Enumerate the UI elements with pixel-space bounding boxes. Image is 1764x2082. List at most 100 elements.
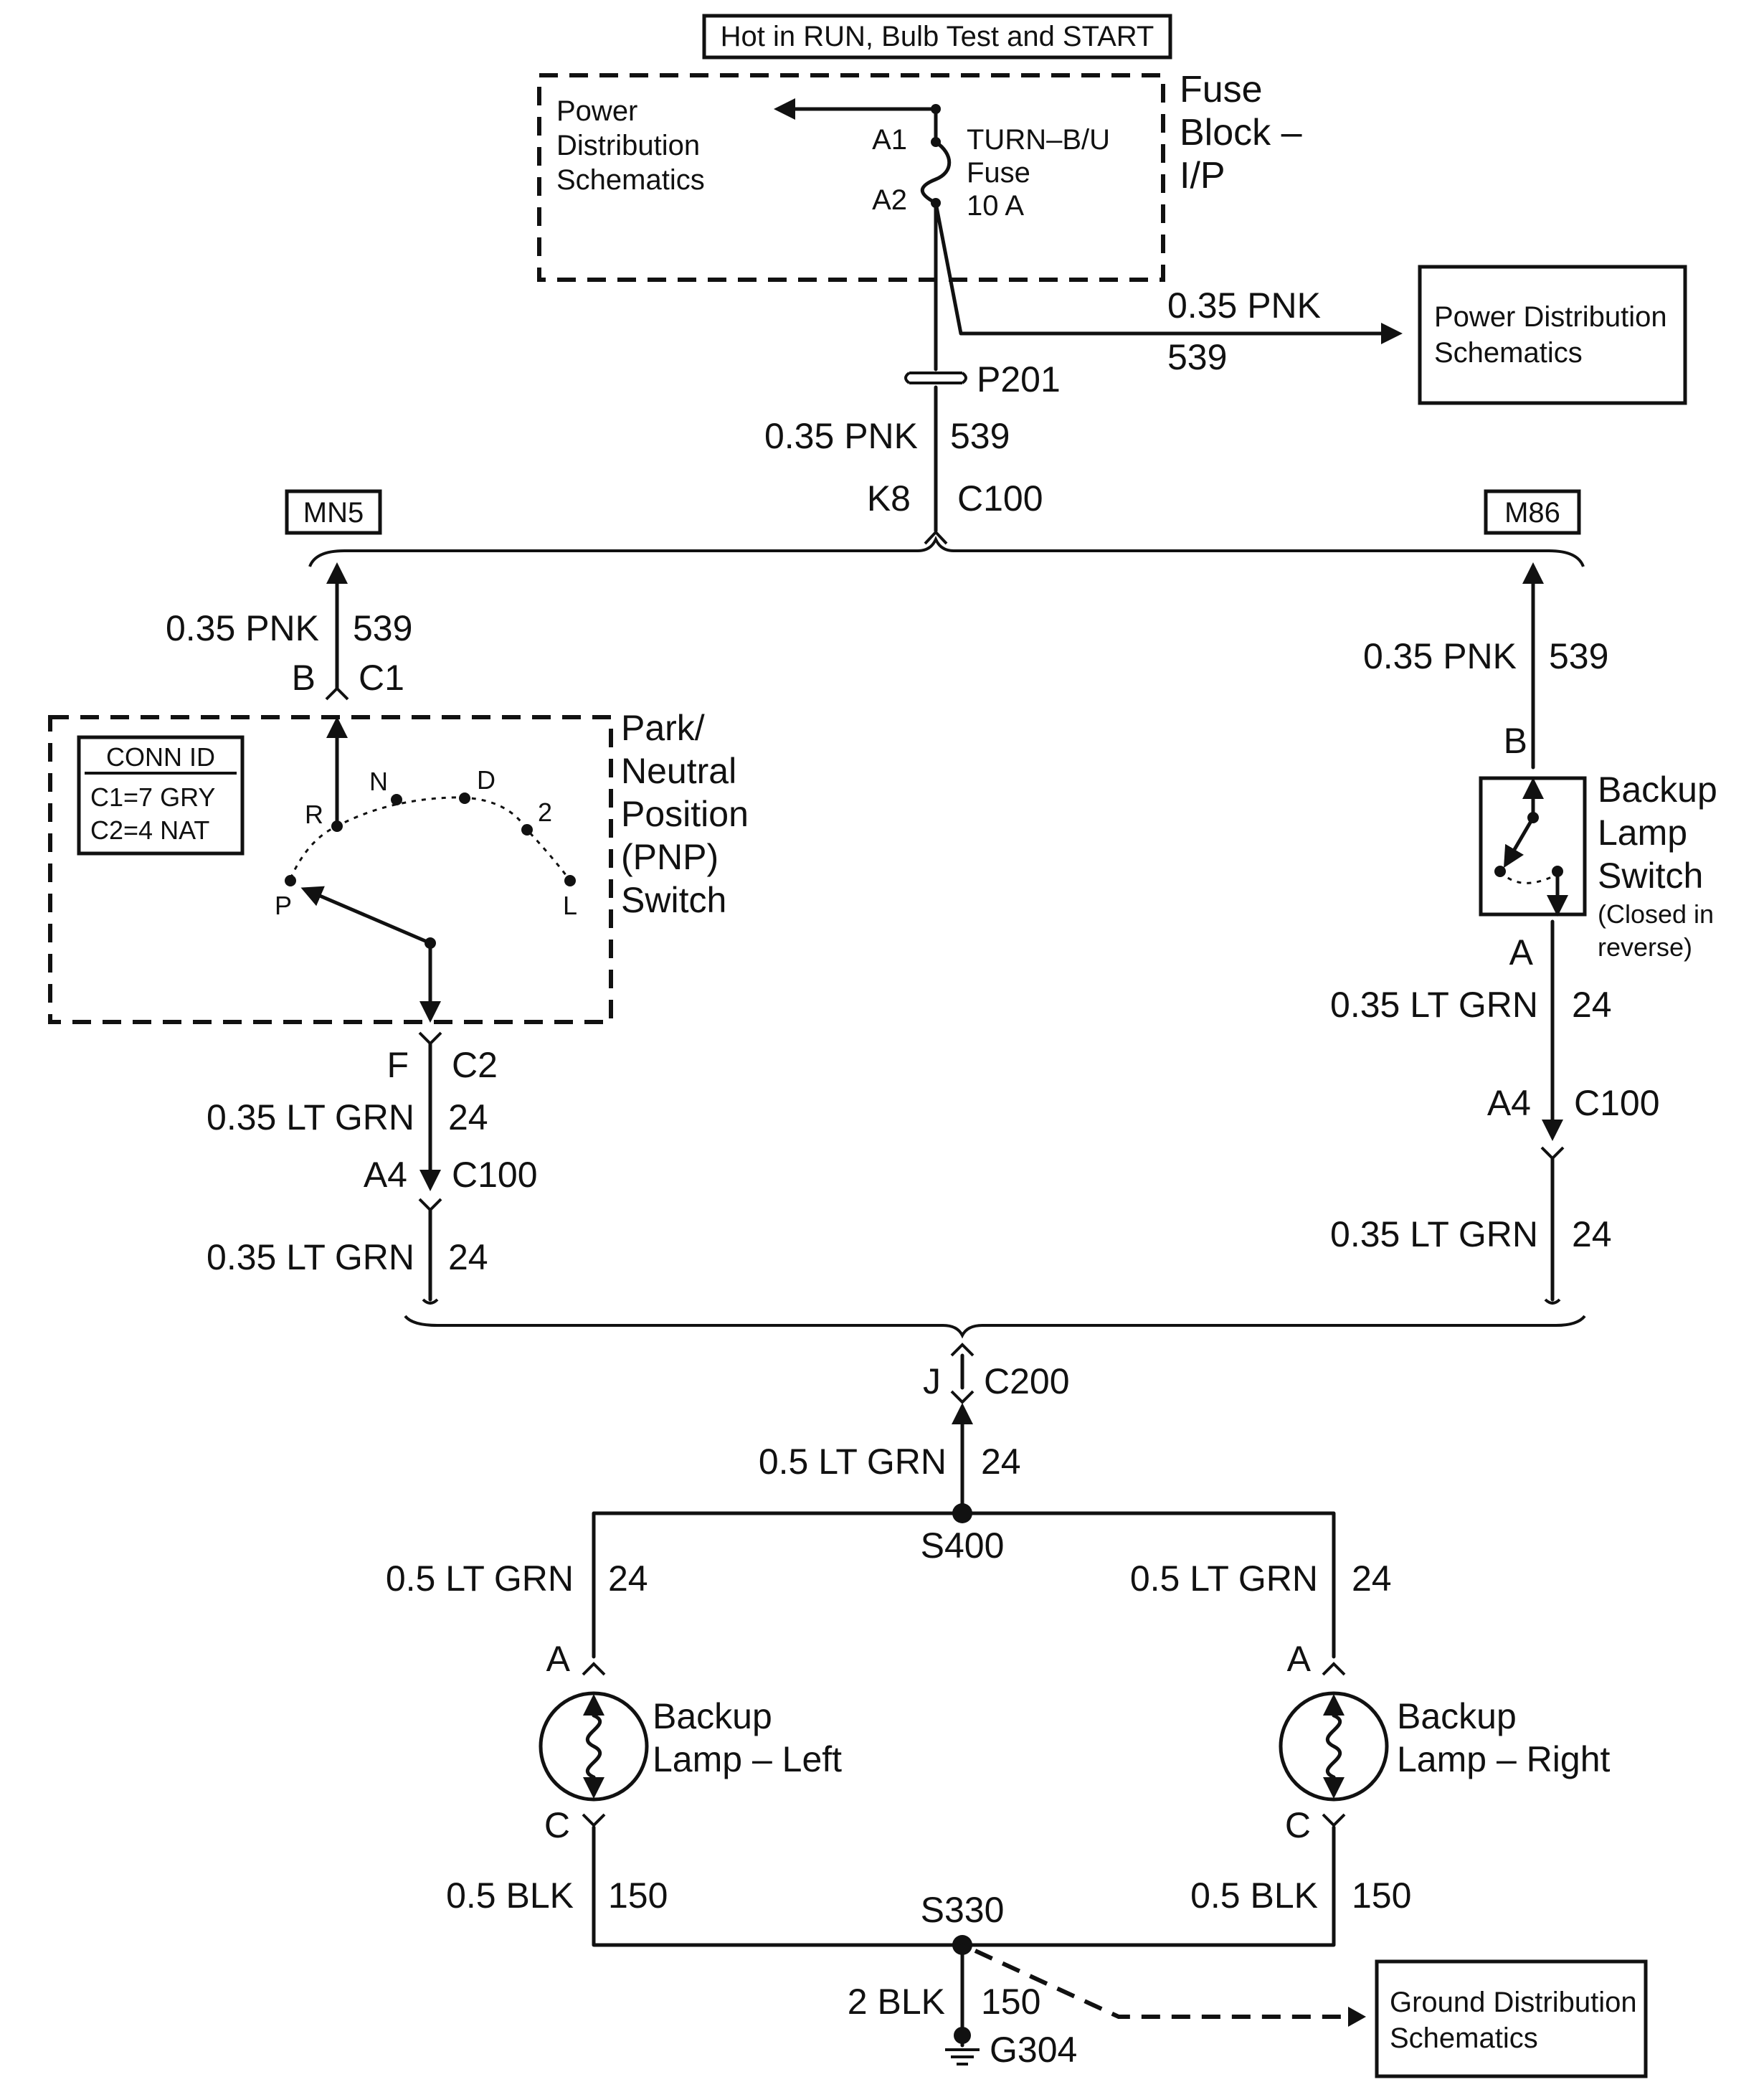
fuse-label-line-3: 10 A	[967, 190, 1024, 222]
pnp-title-line-5: Switch	[621, 880, 726, 920]
pnp-selector-arc	[289, 796, 572, 881]
option-mn5-box	[285, 489, 382, 535]
c200-out-color: 0.5 LT GRN	[759, 1442, 947, 1482]
fuse-block-power-dist-line-3: Schematics	[556, 164, 705, 196]
ground-symbol	[945, 2027, 980, 2066]
bls-title-line-3: Switch	[1598, 856, 1703, 896]
fuse-label-line-1: TURN–B/U	[967, 124, 1110, 156]
hot-label: Hot in RUN, Bulb Test and START	[721, 21, 1154, 52]
ground-main-color: 2 BLK	[848, 1982, 945, 2022]
hot-label-box	[702, 14, 1172, 60]
right-lamp-feed-color: 0.5 LT GRN	[1130, 1558, 1318, 1599]
left-down2-color: 0.35 LT GRN	[207, 1237, 414, 1277]
fuse-pin-a1: A1	[872, 124, 907, 156]
left-down1-color: 0.35 LT GRN	[207, 1097, 414, 1137]
fuse-element	[920, 140, 952, 205]
left-up-wire-color: 0.35 PNK	[166, 608, 319, 648]
bls-title-line-1: Backup	[1598, 770, 1717, 810]
left-lamp-feed-color: 0.5 LT GRN	[386, 1558, 574, 1599]
right-down2-circuit: 24	[1572, 1214, 1612, 1254]
pnp-c1-terminal	[325, 686, 349, 701]
pnp-title-line-1: Park/	[621, 708, 705, 748]
left-down2-circuit: 24	[448, 1237, 488, 1277]
right-down2-color: 0.35 LT GRN	[1330, 1214, 1538, 1254]
main-wire-circuit: 539	[950, 416, 1010, 456]
power-dist-box-frame	[1418, 265, 1687, 405]
left-lamp-pin-c: C	[544, 1805, 570, 1845]
c200-label: C200	[984, 1361, 1070, 1401]
conn-id-title: CONN ID	[106, 742, 215, 772]
pnp-switch: CONN ID C1=7 GRY C2=4 NAT Park/ Neutral …	[48, 708, 749, 1024]
fuse-block-title-line-3: I/P	[1180, 155, 1225, 197]
pnp-pos-2-node	[521, 824, 533, 836]
s330-label: S330	[921, 1890, 1005, 1930]
pnp-pos-l: L	[563, 891, 577, 920]
ground-dist-reference	[974, 1949, 1348, 2019]
bls-note-line-2: reverse)	[1598, 932, 1692, 962]
pnp-pos-p-node	[285, 875, 296, 886]
left-lamp-pin-a: A	[546, 1639, 571, 1679]
right-up-wire-color: 0.35 PNK	[1363, 636, 1517, 676]
left-down-wire-end	[422, 1298, 439, 1305]
ground-dist-arrow	[1348, 2007, 1366, 2027]
right-down-wire-end	[1544, 1298, 1561, 1305]
ground-main-circuit: 150	[981, 1982, 1040, 2022]
c100-top-terminal	[924, 530, 948, 545]
pnp-pin-f: F	[387, 1045, 409, 1085]
conn-id-line-1: C1=7 GRY	[90, 782, 215, 812]
right-down1-circuit: 24	[1572, 985, 1612, 1025]
left-c100-label: C100	[452, 1155, 538, 1195]
c200-pin-j: J	[923, 1361, 941, 1401]
right-ground-circuit: 150	[1352, 1875, 1411, 1916]
conn-id-box	[77, 735, 245, 856]
fuse-block-title-line-2: Block –	[1180, 112, 1302, 153]
right-c100-label: C100	[1574, 1083, 1660, 1123]
bls-note-line-1: (Closed in	[1598, 899, 1714, 929]
pnp-c2-label: C2	[452, 1045, 498, 1085]
main-wire-color: 0.35 PNK	[764, 416, 918, 456]
left-lamp-feed-circuit: 24	[608, 1558, 648, 1599]
branch-wire-color: 0.35 PNK	[1167, 285, 1321, 326]
right-lamp-line-1: Backup	[1397, 1696, 1517, 1736]
pnp-pos-n: N	[369, 767, 388, 796]
left-c100-pin-a4: A4	[364, 1155, 407, 1195]
right-lamp-filament	[1326, 1713, 1342, 1779]
branch-wire-circuit: 539	[1167, 337, 1227, 377]
c100-pin-k8: K8	[867, 478, 911, 519]
pnp-title-line-3: Position	[621, 794, 749, 834]
left-up-wire-circuit: 539	[353, 608, 412, 648]
option-brace-bottom	[404, 1315, 1586, 1339]
ground-dist-box-line-2: Schematics	[1390, 2022, 1538, 2054]
pnp-pos-2: 2	[538, 798, 552, 827]
right-ground-color: 0.5 BLK	[1190, 1875, 1318, 1916]
fuse-block: Power Distribution Schematics Fuse Block…	[537, 69, 1302, 282]
right-lamp-terminal-c	[1322, 1813, 1346, 1827]
backup-lamp-switch: Backup Lamp Switch (Closed in reverse)	[1479, 770, 1717, 962]
conn-id-line-2: C2=4 NAT	[90, 815, 209, 845]
p201-label: P201	[977, 359, 1061, 399]
pnp-pos-p: P	[275, 891, 292, 920]
bls-title-line-2: Lamp	[1598, 813, 1687, 853]
bls-actuator-path	[1499, 870, 1557, 884]
pnp-pos-r: R	[305, 800, 323, 829]
hot-label-group: Hot in RUN, Bulb Test and START	[702, 14, 1172, 60]
c200-terminal-top	[950, 1343, 975, 1357]
left-lamp-line-1: Backup	[653, 1696, 772, 1736]
left-ground-circuit: 150	[608, 1875, 668, 1916]
pnp-pos-d-node	[459, 792, 470, 804]
fuse-block-title-line-1: Fuse	[1180, 69, 1263, 110]
bls-blade	[1503, 815, 1535, 869]
backup-lamp-right: A C Backup Lamp – Right	[1279, 1639, 1610, 1845]
right-up-wire-circuit: 539	[1549, 636, 1608, 676]
c100-top-label: C100	[957, 478, 1043, 519]
option-m86: M86	[1504, 497, 1560, 529]
c200-terminal-bottom	[950, 1390, 975, 1404]
power-dist-box: Power Distribution Schematics	[1418, 265, 1687, 405]
power-dist-box-line-1: Power Distribution	[1434, 301, 1667, 333]
pnp-title-line-2: Neutral	[621, 751, 736, 791]
option-mn5: MN5	[303, 497, 364, 529]
ground-dist-box-frame	[1375, 1959, 1648, 2078]
right-down1-color: 0.35 LT GRN	[1330, 985, 1538, 1025]
right-lamp-terminal-a	[1322, 1662, 1346, 1676]
left-down1-circuit: 24	[448, 1097, 488, 1137]
